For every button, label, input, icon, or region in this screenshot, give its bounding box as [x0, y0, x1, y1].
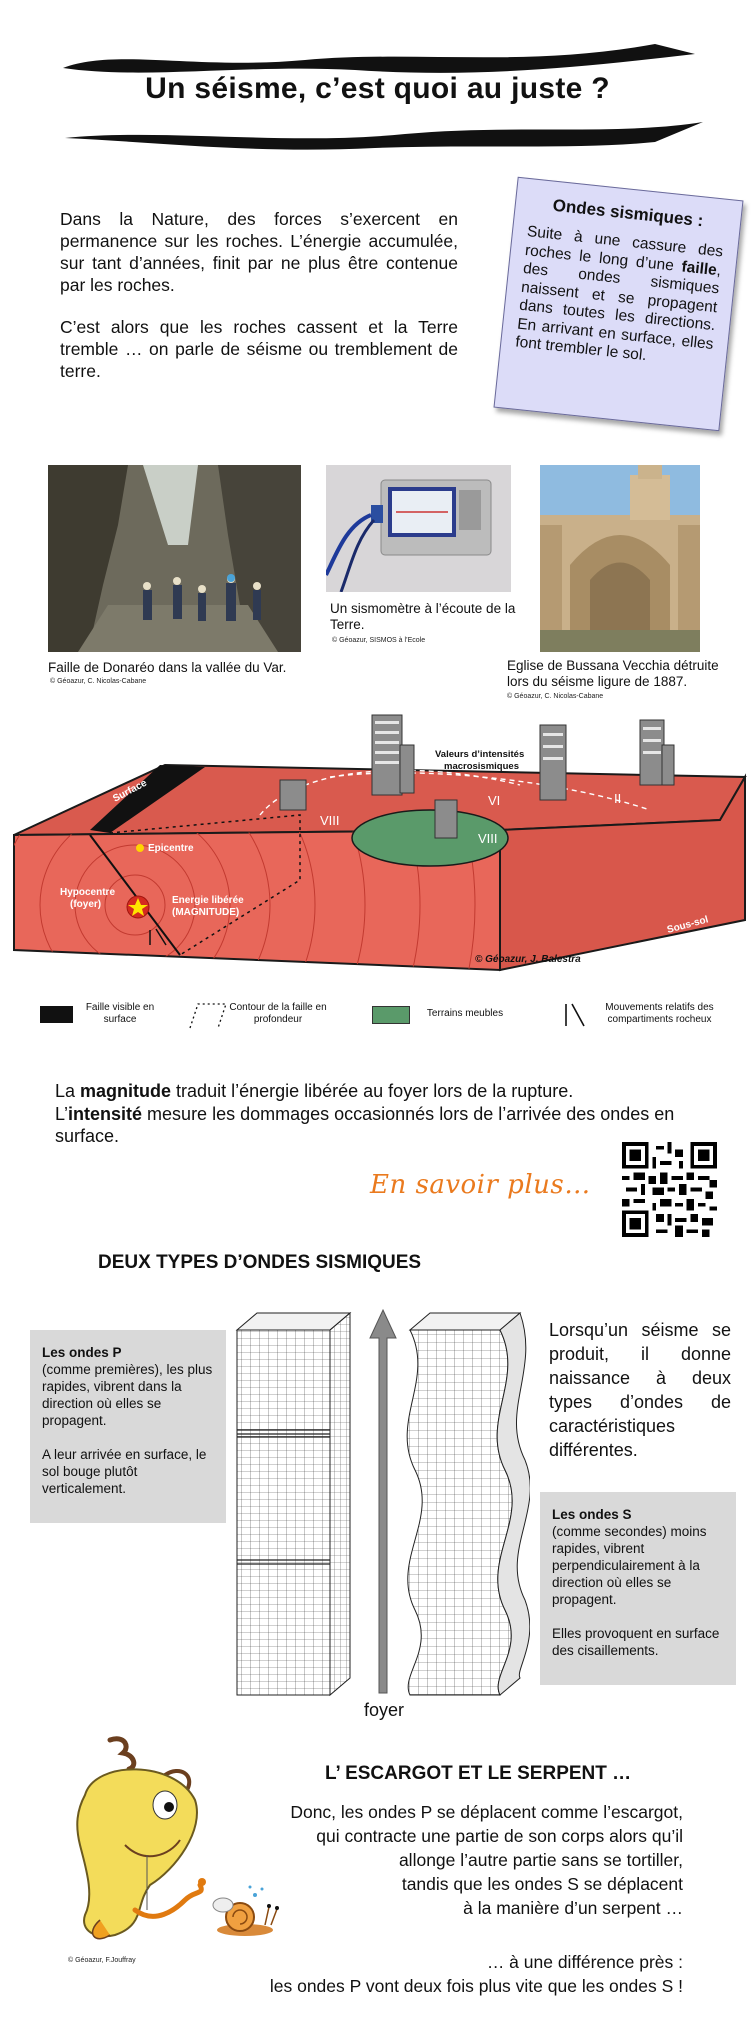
legend-terrains-swatch	[372, 1006, 410, 1024]
eglise-caption: Eglise de Bussana Vecchia détruite lors …	[507, 658, 719, 689]
ondes-s-grid-illustration	[406, 1312, 530, 1696]
sismometre-credit: © Géoazur, SISMOS à l’Ecole	[332, 637, 426, 644]
cartoon-creature-illustration	[76, 1736, 279, 1940]
magnitude-intensite-text: La magnitude traduit l’énergie libérée a…	[55, 1080, 705, 1148]
ondes-s-box: Les ondes S (comme secondes) moins rapid…	[540, 1492, 736, 1685]
text-part: traduit l’énergie libérée au foyer lors …	[171, 1081, 574, 1101]
diagram-credit: © Géoazur, J. Balestra	[475, 954, 581, 965]
text-part: La	[55, 1081, 81, 1101]
eglise-bussana-photo	[540, 465, 700, 652]
types-ondes-heading: DEUX TYPES D’ONDES SISMIQUES	[98, 1252, 422, 1273]
escargot-line: allonge l’autre partie sans se tortiller…	[398, 1850, 683, 1870]
ondes-s-text-2: Elles provoquent en surface des cisaille…	[552, 1626, 720, 1658]
difference-text: … à une différence près : les ondes P vo…	[170, 1950, 683, 1998]
difference-line: les ondes P vont deux fois plus vite que…	[269, 1976, 683, 1996]
ondes-p-text: (comme premières), les plus rapides, vib…	[42, 1362, 213, 1428]
macrosismiques-label: macrosismiques	[444, 761, 519, 772]
eglise-credit: © Géoazur, C. Nicolas-Cabane	[507, 693, 604, 700]
page-title: Un séisme, c’est quoi au juste ?	[145, 72, 610, 105]
ondes-p-box: Les ondes P (comme premières), les plus …	[30, 1330, 226, 1523]
escargot-line: tandis que les ondes S se déplacent	[401, 1874, 683, 1894]
intensity-label: II	[614, 791, 621, 806]
ondes-box-text: Suite à une cassure des roches le long d…	[514, 223, 724, 372]
lorsque-seisme-text: Lorsqu’un séisme se produit, il donne na…	[549, 1320, 731, 1460]
ondes-p-grid-illustration	[235, 1311, 352, 1697]
magnitude-label: (MAGNITUDE)	[172, 907, 239, 918]
ondes-p-text-2: A leur arrivée en surface, le sol bouge …	[42, 1447, 207, 1496]
intro-paragraph-2: C’est alors que les roches cassent et la…	[60, 317, 458, 381]
sismometre-photo	[326, 465, 511, 592]
ondes-s-title: Les ondes S	[552, 1507, 632, 1522]
text-part: mesure les dommages occasionnés lors de …	[55, 1103, 675, 1147]
qr-code-icon[interactable]	[622, 1142, 717, 1237]
valeurs-label: Valeurs d’intensités	[435, 749, 524, 760]
title-banner	[63, 44, 703, 150]
legend-contour: Contour de la faille en profondeur	[229, 1002, 327, 1025]
ondes-sismiques-box: Ondes sismiques : Suite à une cassure de…	[493, 176, 744, 432]
cartoon-credit: © Géoazur, F.Jouffray	[68, 1957, 136, 1964]
faille-credit: © Géoazur, C. Nicolas-Cabane	[50, 678, 147, 685]
escargot-text: Donc, les ondes P se déplacent comme l’e…	[220, 1800, 683, 1920]
epicentre-label: Epicentre	[148, 843, 194, 854]
text-part: L’	[55, 1103, 69, 1124]
legend-mouvements: Mouvements relatifs des compartiments ro…	[605, 1002, 714, 1025]
intensity-label: VI	[488, 793, 500, 808]
en-savoir-plus-link[interactable]: En savoir plus…	[370, 1170, 591, 1200]
intensity-label: VIII	[320, 813, 340, 828]
legend-terrains: Terrains meubles	[426, 1008, 504, 1019]
seisme-block-diagram: Surface Epicentre Hypocentre (foyer) Ene…	[13, 714, 747, 972]
legend-faille-visible: Faille visible en surface	[85, 1002, 155, 1025]
faille-donareo-photo	[48, 465, 301, 652]
magnitude-line: La magnitude traduit l’énergie libérée a…	[55, 1080, 705, 1103]
escargot-line: qui contracte une partie de son corps al…	[316, 1826, 683, 1846]
difference-line: … à une différence près :	[486, 1952, 683, 1972]
escargot-line: à la manière d’un serpent …	[463, 1898, 683, 1918]
intensite-term: intensité	[68, 1103, 143, 1124]
intro-paragraph-1: Dans la Nature, des forces s’exercent en…	[60, 209, 458, 295]
ondes-box-bold-word: faille	[680, 257, 718, 279]
intro-text: Dans la Nature, des forces s’exercent en…	[60, 208, 458, 402]
faille-caption: Faille de Donaréo dans la vallée du Var.	[48, 660, 287, 675]
ondes-p-title: Les ondes P	[42, 1345, 122, 1360]
intensity-label: VIII	[478, 831, 498, 846]
magnitude-term: magnitude	[80, 1081, 172, 1101]
legend-contour-swatch	[189, 1003, 227, 1029]
propagation-arrow-icon	[369, 1308, 397, 1694]
energie-label: Energie libérée	[172, 895, 244, 906]
foyer-caption: foyer	[364, 1700, 405, 1720]
legend-faille-swatch	[40, 1006, 73, 1023]
legend-mouvements-icon	[565, 1003, 585, 1027]
escargot-line: Donc, les ondes P se déplacent comme l’e…	[290, 1802, 683, 1822]
ondes-s-text: (comme secondes) moins rapides, vibrent …	[552, 1524, 707, 1607]
escargot-heading: L’ ESCARGOT ET LE SERPENT …	[325, 1763, 632, 1784]
foyer-label: (foyer)	[70, 899, 101, 910]
sismometre-caption: Un sismomètre à l’écoute de la Terre.	[330, 601, 516, 632]
intensite-line: L’intensité mesure les dommages occasion…	[55, 1103, 705, 1148]
hypocentre-label: Hypocentre	[60, 887, 115, 898]
